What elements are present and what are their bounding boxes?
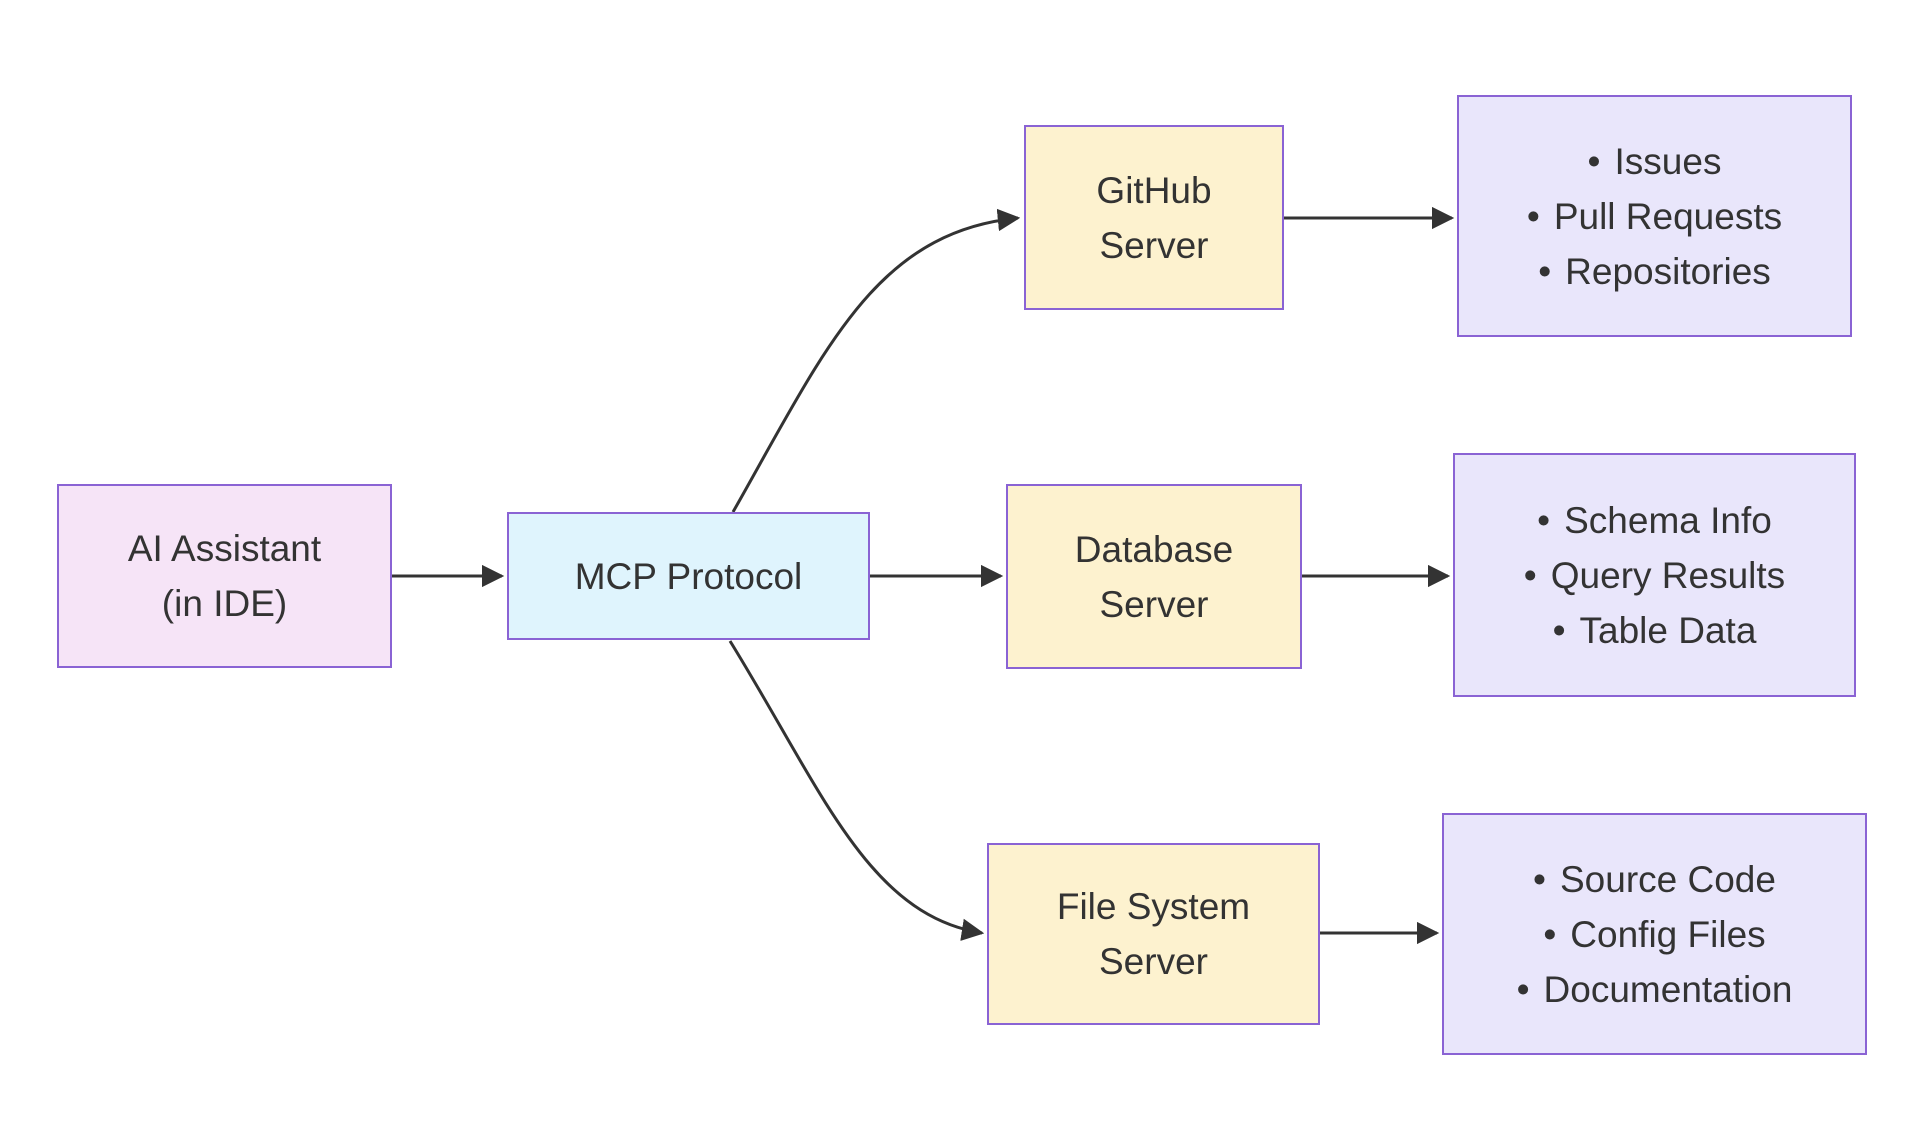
bullet-icon: • xyxy=(1538,250,1552,292)
list-item: • Query Results xyxy=(1524,548,1785,603)
list-item: • Documentation xyxy=(1517,962,1793,1017)
bullet-icon: • xyxy=(1543,913,1557,955)
list-item-label: Query Results xyxy=(1550,554,1786,596)
node-database-results: • Schema Info • Query Results • Table Data xyxy=(1453,453,1856,697)
list-item-label: Table Data xyxy=(1579,609,1757,651)
bullet-icon: • xyxy=(1587,140,1601,182)
edge-mcp-to-github xyxy=(731,208,1021,513)
bullet-icon: • xyxy=(1523,554,1537,596)
node-label-line: Database xyxy=(1074,528,1234,570)
list-item-label: Issues xyxy=(1614,140,1722,182)
bullet-icon: • xyxy=(1533,858,1546,900)
list-item: • Schema Info xyxy=(1537,493,1772,548)
node-database-server: Database Server xyxy=(1006,484,1302,669)
list-item-label: Source Code xyxy=(1560,858,1776,900)
list-item-label: Schema Info xyxy=(1564,499,1772,541)
list-item: • Config Files xyxy=(1543,907,1765,962)
list-item: • Repositories xyxy=(1538,244,1771,299)
bullet-icon: • xyxy=(1552,609,1566,651)
bullet-icon: • xyxy=(1526,195,1540,237)
bullet-icon: • xyxy=(1516,968,1530,1010)
node-mcp-protocol: MCP Protocol xyxy=(507,512,870,640)
list-item: • Pull Requests xyxy=(1527,189,1782,244)
list-item-label: Documentation xyxy=(1543,968,1793,1010)
node-label-line: MCP Protocol xyxy=(574,555,803,597)
node-label-line: Server xyxy=(1099,941,1208,982)
node-label-line: AI Assistant xyxy=(127,528,322,569)
list-item: • Source Code xyxy=(1533,852,1776,907)
node-label-line: (in IDE) xyxy=(161,583,288,624)
edge-mcp-to-filesystem xyxy=(728,640,985,941)
node-file-system-results: •Source Code •Config Files •Documentatio… xyxy=(1442,813,1867,1055)
node-github-results: •Issues •Pull Requests •Repositories xyxy=(1457,95,1852,337)
node-github-server: GitHub Server xyxy=(1024,125,1284,310)
list-item: • Issues xyxy=(1588,134,1722,189)
list-item-label: Repositories xyxy=(1565,250,1771,292)
list-item: • Table Data xyxy=(1553,603,1757,658)
list-item-label: Pull Requests xyxy=(1553,195,1783,237)
bullet-icon: • xyxy=(1537,499,1551,541)
node-file-system-server: File System Server xyxy=(987,843,1320,1025)
node-label-line: Server xyxy=(1099,583,1209,625)
node-label-line: File System xyxy=(1056,886,1251,927)
node-label-line: GitHub xyxy=(1096,169,1212,211)
node-label-line: Server xyxy=(1099,224,1209,266)
list-item-label: Config Files xyxy=(1570,913,1766,955)
node-ai-assistant: AI Assistant (in IDE) xyxy=(57,484,392,668)
